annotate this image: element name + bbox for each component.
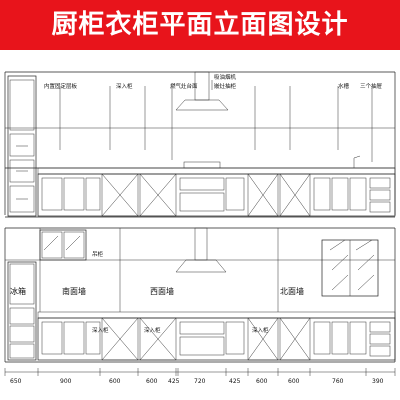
dim-6: 425 — [229, 378, 241, 385]
bottom-base-cabinets — [37, 317, 396, 361]
label-deep-cabinet-b: 深入柜 — [144, 326, 161, 334]
dim-9: 760 — [332, 378, 344, 385]
bottom-countertop — [37, 311, 396, 319]
bottom-window — [321, 239, 379, 297]
top-tall-unit — [7, 75, 37, 217]
dim-5: 720 — [194, 378, 206, 385]
dimension-line — [4, 368, 396, 376]
label-gas-cooker: 燃气灶台面 — [170, 82, 198, 90]
label-fridge: 冰箱 — [10, 286, 26, 296]
label-stove-front: 嵌灶抽柜 — [214, 82, 237, 90]
label-west-wall: 西面墙 — [150, 286, 174, 296]
dim-10: 390 — [372, 378, 384, 385]
dim-8: 600 — [288, 378, 300, 385]
top-elevation: 内置固定层板 深入柜 燃气灶台面 吸油烟机 嵌灶抽柜 水槽 三个抽屉 — [4, 71, 396, 218]
top-range-hood — [175, 71, 229, 111]
label-deep-cabinet: 深入柜 — [116, 82, 133, 90]
dim-0: 650 — [10, 378, 22, 385]
bottom-fridge — [7, 261, 37, 361]
title-banner: 厨柜衣柜平面立面图设计 — [0, 0, 400, 50]
label-south-wall: 南面墙 — [62, 286, 86, 296]
dim-3: 600 — [146, 378, 158, 385]
label-deep-cabinet-c: 深入柜 — [252, 326, 269, 334]
bottom-elevation: 冰箱 吊柜 南面墙 西面墙 北面墙 深入柜 深入柜 深入柜 — [4, 227, 396, 385]
label-range-hood: 吸油烟机 — [214, 73, 237, 81]
label-north-wall: 北面墙 — [280, 286, 304, 296]
label-inner-partition: 内置固定层板 — [44, 82, 78, 90]
dim-4: 425 — [168, 378, 180, 385]
label-three-drawers: 三个抽屉 — [360, 82, 383, 90]
bottom-range-hood — [175, 227, 227, 273]
label-wall-cabinet: 吊柜 — [92, 250, 104, 258]
top-countertop — [37, 167, 396, 175]
label-sink: 水槽 — [338, 82, 350, 90]
top-hob — [183, 161, 221, 169]
elevation-drawing: 内置固定层板 深入柜 燃气灶台面 吸油烟机 嵌灶抽柜 水槽 三个抽屉 — [4, 71, 396, 385]
label-deep-cabinet-a: 深入柜 — [92, 326, 109, 334]
dim-7: 600 — [256, 378, 268, 385]
top-leaders — [59, 80, 373, 162]
page-title: 厨柜衣柜平面立面图设计 — [51, 10, 349, 40]
dim-2: 600 — [109, 378, 121, 385]
top-base-cabinets — [37, 173, 396, 217]
dim-1: 900 — [60, 378, 72, 385]
bottom-wall-cabinet — [39, 229, 87, 261]
top-faucet — [353, 155, 361, 168]
